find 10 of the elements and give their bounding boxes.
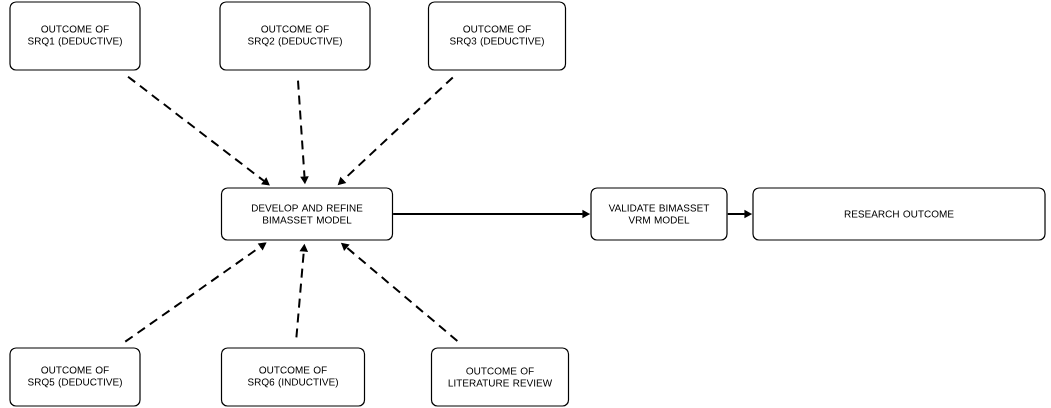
- process-box: RESEARCH OUTCOME: [752, 187, 1046, 241]
- process-box: OUTCOME OF SRQ3 (DEDUCTIVE): [427, 1, 567, 71]
- process-box: OUTCOME OF LITERATURE REVIEW: [430, 347, 570, 407]
- process-box: OUTCOME OF SRQ2 (DEDUCTIVE): [219, 1, 371, 71]
- process-box: VALIDATE BIMASSET VRM MODEL: [590, 187, 728, 241]
- arrow: [127, 75, 270, 186]
- process-box: DEVELOP AND REFINE BIMASSET MODEL: [220, 187, 394, 241]
- process-box: OUTCOME OF SRQ1 (DEDUCTIVE): [9, 1, 141, 71]
- process-box: OUTCOME OF SRQ5 (DEDUCTIVE): [9, 347, 141, 407]
- process-box: OUTCOME OF SRQ6 (INDUCTIVE): [220, 347, 366, 407]
